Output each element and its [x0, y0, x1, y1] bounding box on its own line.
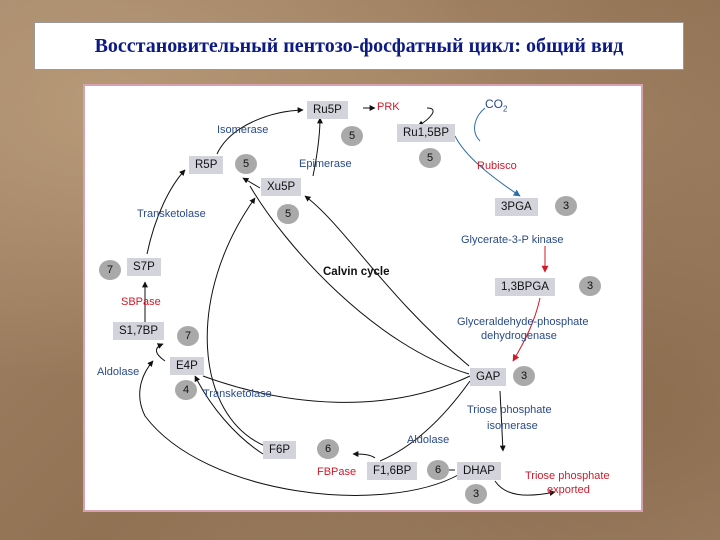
label-transketolase-bottom: Transketolase	[203, 388, 272, 400]
label-aldolase-left: Aldolase	[97, 366, 140, 378]
label-gapdh-2: dehydrogenase	[481, 330, 557, 342]
node-f6p: F6P	[263, 441, 297, 459]
arrow-gap-aldolase	[379, 380, 471, 462]
node-xu5p: Xu5P	[261, 178, 302, 196]
node-3pga: 3PGA	[495, 198, 538, 216]
label-prk: PRK	[377, 101, 400, 113]
label-epimerase: Epimerase	[299, 158, 352, 170]
badge-s7p: 7	[99, 260, 121, 280]
label-fbpase: FBPase	[317, 466, 357, 478]
node-f16bp: F1,6BP	[367, 462, 418, 480]
badge-dhap: 3	[465, 484, 487, 504]
arrow-dhap-export	[494, 480, 556, 496]
arrow-13bpga-gap	[512, 297, 541, 362]
badge-13bpga: 3	[579, 276, 601, 296]
arrow-r5p-ru5p	[216, 107, 304, 155]
label-export-1: Triose phosphate	[525, 470, 610, 482]
title-banner: Восстановительный пентозо-фосфатный цикл…	[34, 22, 684, 70]
label-export-2: exported	[547, 484, 590, 496]
badge-xu5p: 5	[277, 204, 299, 224]
node-s7p: S7P	[127, 258, 161, 276]
badge-ru15bp: 5	[419, 148, 441, 168]
calvin-cycle-diagram: Ru5P Ru1,5BP R5P Xu5P 3PGA S7P 1,3BPGA S…	[83, 84, 643, 512]
badge-3pga: 3	[555, 196, 577, 216]
node-r5p: R5P	[189, 156, 224, 174]
badge-f6p: 6	[317, 439, 339, 459]
label-sbpase: SBPase	[121, 296, 161, 308]
node-ru15bp: Ru1,5BP	[397, 124, 456, 142]
badge-ru5p: 5	[341, 126, 363, 146]
arrow-gap-r5p	[249, 185, 470, 375]
arrow-e4p-s17bp	[156, 343, 166, 362]
label-glycerate-kinase: Glycerate-3-P kinase	[461, 234, 564, 246]
label-tpi-2: isomerase	[487, 420, 538, 432]
node-e4p: E4P	[170, 357, 204, 375]
arrow-f6p-xu5p	[206, 197, 266, 447]
arrow-f16bp-f6p	[352, 451, 376, 459]
label-co2: CO2	[485, 97, 508, 114]
arrow-ru15bp-3pga	[454, 135, 521, 197]
arrow-gap-dhap	[499, 390, 506, 452]
arrow-gap-transketolase	[202, 375, 471, 403]
arrow-aldolase-left	[139, 360, 461, 496]
node-s17bp: S1,7BP	[113, 322, 164, 340]
node-gap: GAP	[470, 368, 507, 386]
label-tpi-1: Triose phosphate	[467, 404, 552, 416]
arrow-f6p-e4p	[194, 375, 264, 455]
arrow-co2	[474, 107, 486, 142]
label-gapdh-1: Glyceraldehyde-phosphate	[457, 316, 589, 328]
label-isomerase: Isomerase	[217, 124, 269, 136]
node-ru5p: Ru5P	[307, 101, 348, 119]
node-dhap: DHAP	[457, 462, 501, 480]
badge-gap: 3	[513, 366, 535, 386]
badge-r5p: 5	[235, 154, 257, 174]
label-transketolase-top: Transketolase	[137, 208, 206, 220]
arrow-xu5p-r5p	[242, 177, 261, 189]
badge-s17bp: 7	[177, 326, 199, 346]
label-calvin-cycle: Calvin cycle	[323, 266, 390, 278]
arrow-xu5p-ru5p	[312, 117, 323, 177]
label-rubisco: Rubisco	[477, 160, 517, 172]
badge-f16bp: 6	[427, 460, 449, 480]
arrow-s7p-r5p	[146, 169, 186, 255]
diagram-arrows	[139, 105, 556, 496]
arrow-gap-xu5p	[304, 195, 470, 367]
node-13bpga: 1,3BPGA	[495, 278, 555, 296]
page-title: Восстановительный пентозо-фосфатный цикл…	[94, 34, 624, 57]
badge-e4p: 4	[175, 380, 197, 400]
label-aldolase-bottom: Aldolase	[407, 434, 450, 446]
